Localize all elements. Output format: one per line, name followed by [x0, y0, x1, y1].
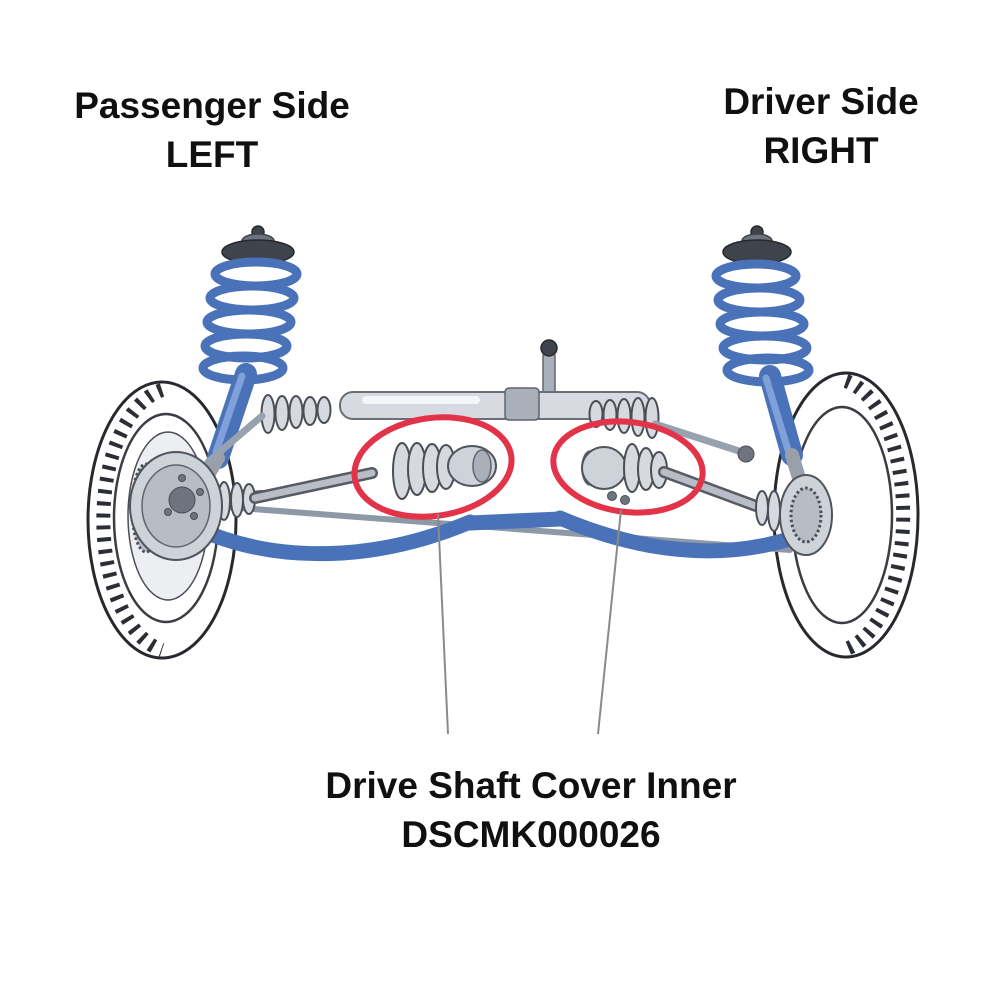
left-drive-shaft [194, 442, 497, 521]
right-spline-ring [789, 486, 823, 544]
right-drive-shaft [581, 443, 781, 532]
right-control-arm [552, 510, 794, 559]
right-ball-joint [737, 445, 755, 463]
rack-mount [504, 387, 540, 421]
right-inner-cv-boot [581, 443, 668, 493]
right-outer-cv-boot [755, 490, 769, 526]
passenger-side-label: Passenger Side LEFT [37, 82, 387, 180]
highlights [351, 414, 706, 520]
right-inner-joint-cup [581, 446, 627, 490]
left-tie-rod [204, 412, 266, 466]
right-inner-boot-highlight [550, 418, 706, 516]
steering-joint [540, 339, 558, 357]
part-number: DSCMK000026 [401, 813, 661, 855]
left-strut [191, 225, 302, 499]
part-name: Drive Shaft Cover Inner [325, 765, 737, 806]
driver-side-label: Driver Side RIGHT [671, 78, 971, 176]
left-tire-tread [96, 383, 165, 657]
right-rack-bellows [588, 397, 660, 439]
right-tie-rod [651, 420, 746, 456]
driver-side-line1: Driver Side [723, 81, 919, 122]
passenger-side-line1: Passenger Side [74, 85, 350, 126]
leader-line-left [437, 513, 449, 735]
left-inner-boot-highlight [351, 414, 515, 520]
right-tire [772, 371, 920, 659]
left-rack-bellows [260, 394, 332, 434]
steering-column-stub [542, 351, 556, 397]
steering-rack [260, 339, 660, 439]
left-inner-cv-boot [392, 442, 497, 500]
driver-side-line2: RIGHT [763, 129, 879, 171]
leader-lines [437, 509, 622, 735]
passenger-side-line2: LEFT [165, 133, 259, 175]
center-link [462, 511, 568, 531]
control-arms [188, 510, 794, 562]
right-hub [779, 474, 833, 556]
left-control-arm [188, 514, 478, 562]
right-strut [711, 225, 814, 495]
left-brake-rotor [129, 451, 223, 561]
part-label: Drive Shaft Cover Inner DSCMK000026 [181, 762, 881, 860]
left-hub-center [168, 486, 196, 514]
leader-line-right [597, 509, 622, 735]
